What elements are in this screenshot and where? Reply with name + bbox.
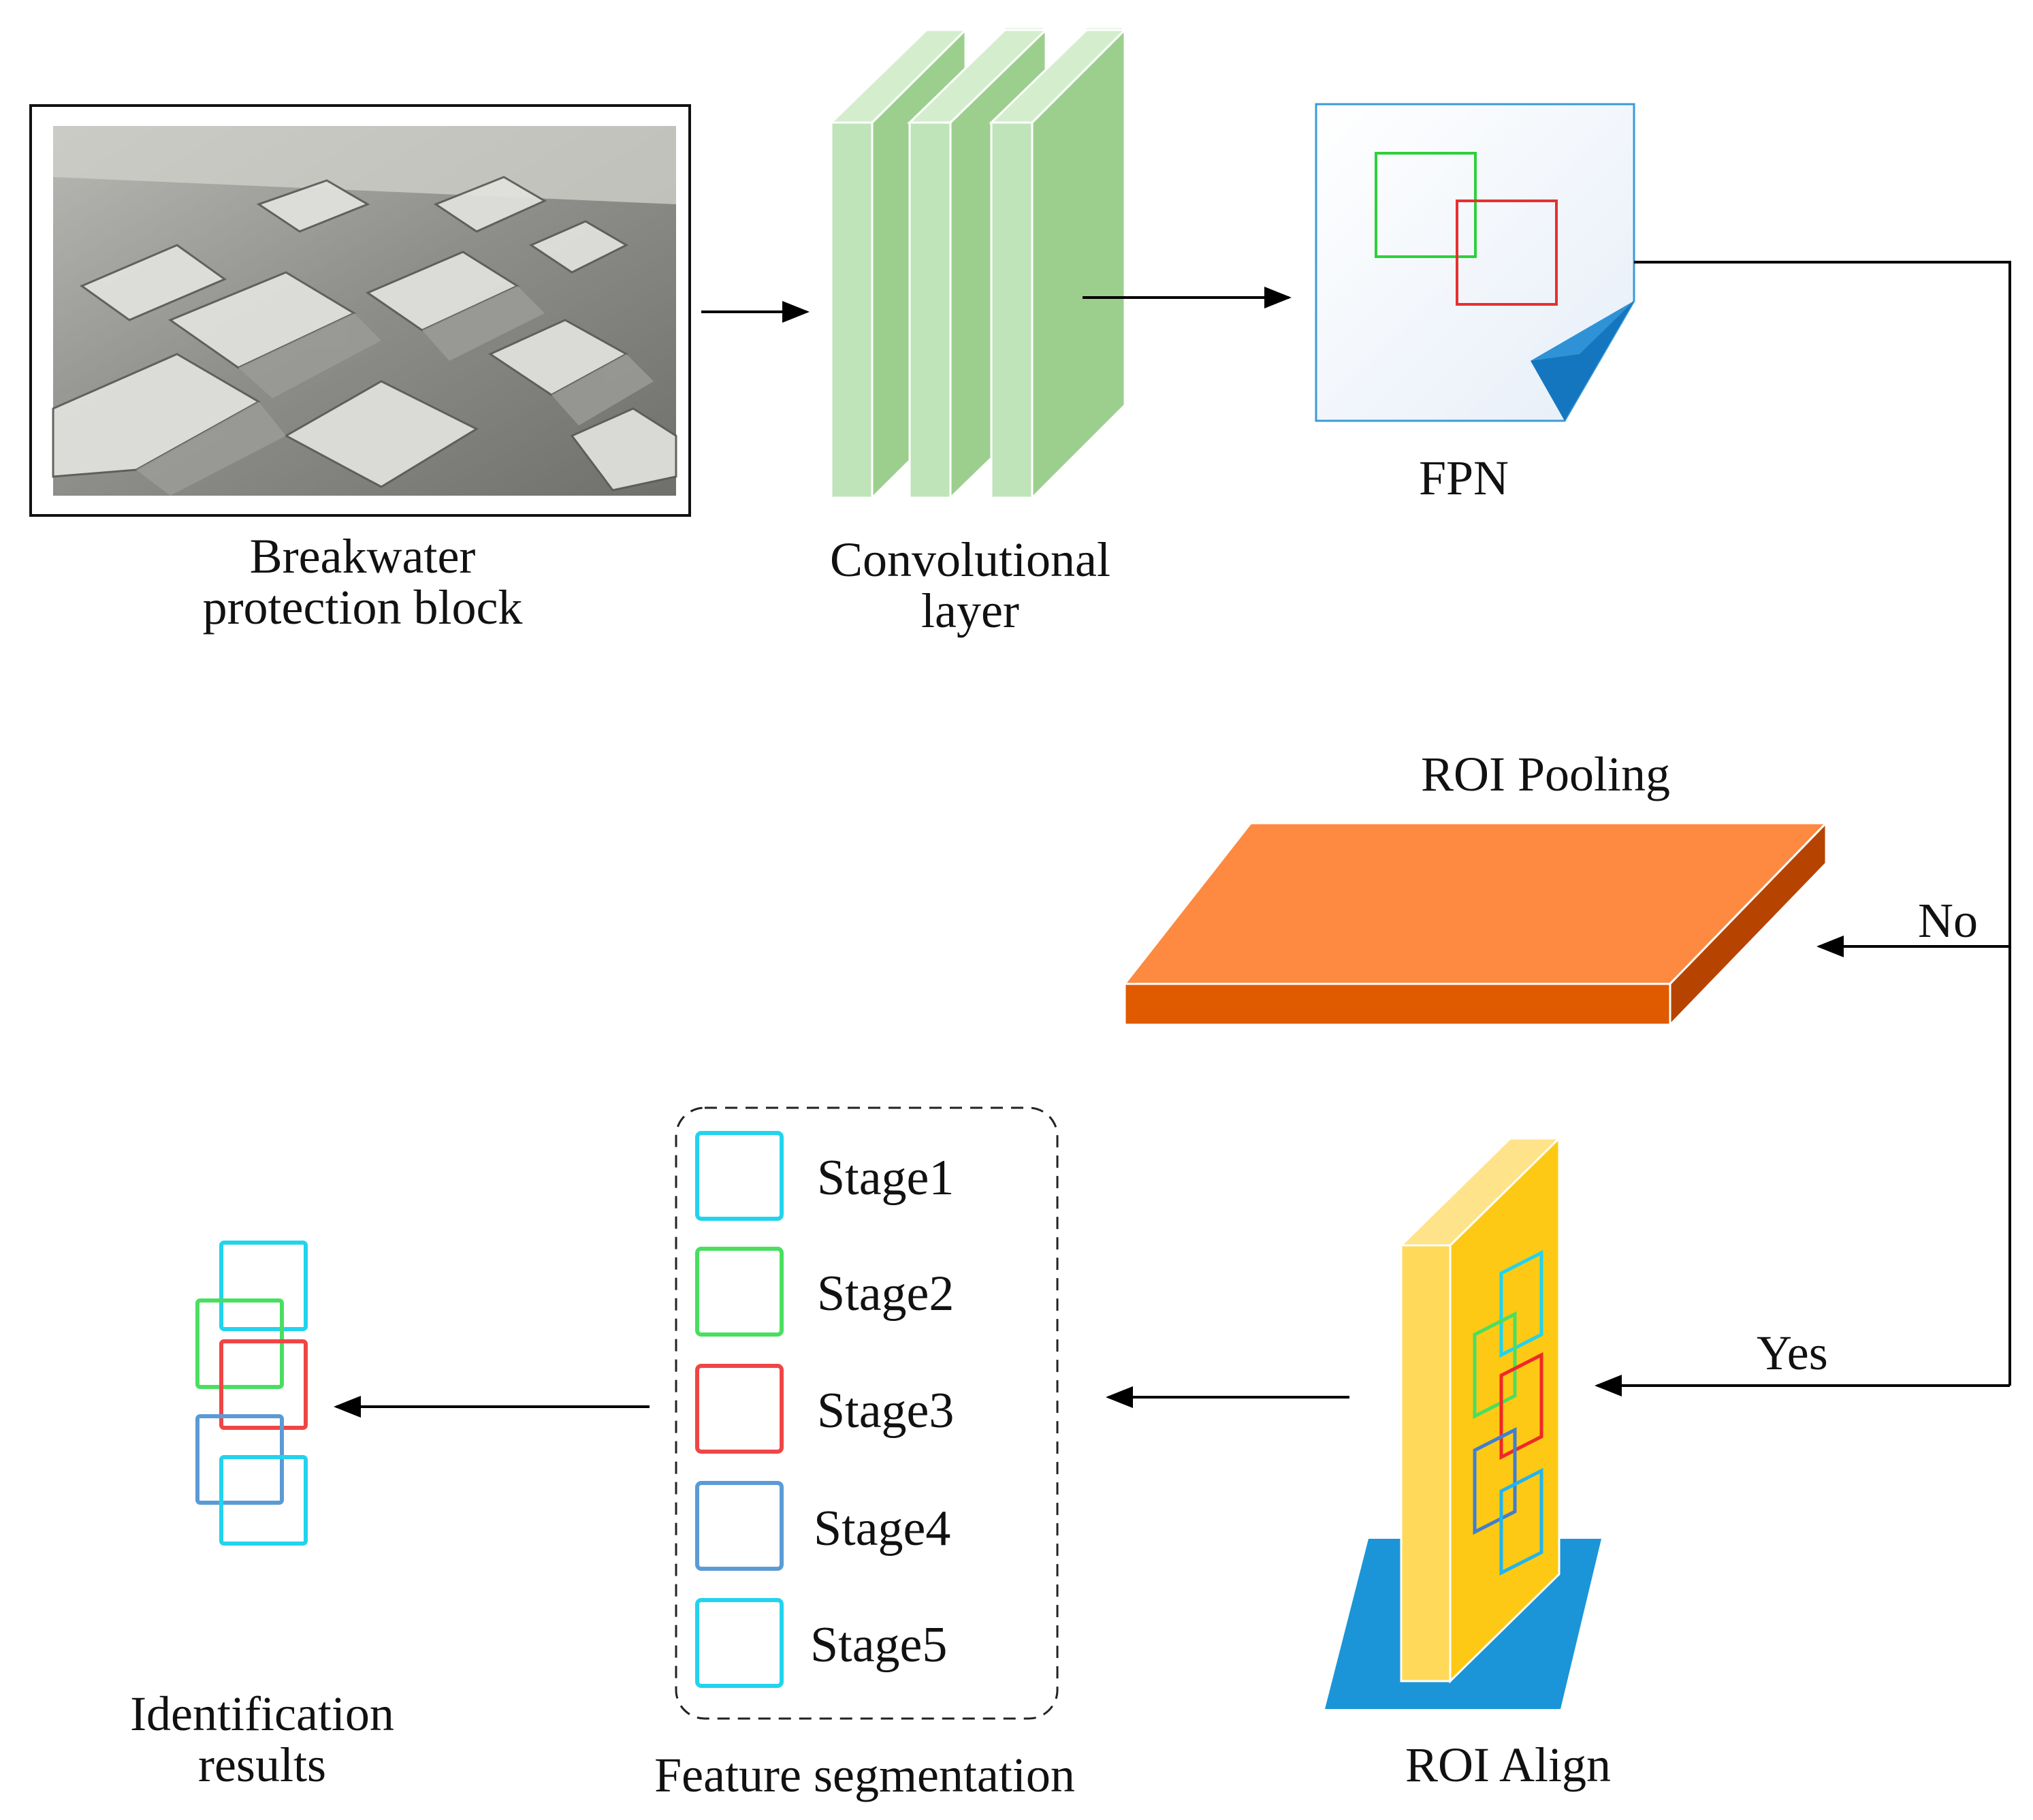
stage-swatches [695,1131,784,1688]
input-label-line1: Breakwater [249,529,476,584]
result-box-red [219,1339,308,1430]
stage4-swatch [695,1481,784,1571]
connectors [334,261,2011,1418]
result-box-green [195,1298,284,1389]
result-box-cyan-bottom [219,1455,308,1546]
input-photo [29,104,691,517]
identification-results-boxes [195,1241,308,1546]
yes-label: Yes [1757,1326,1828,1380]
fpn-branch-line [1634,261,2011,1386]
feature-segmentation-frame [675,1106,1059,1720]
stage3-label: Stage3 [817,1383,955,1439]
stage1-label: Stage1 [817,1150,955,1206]
fpn-sheet [1315,103,1635,422]
align-box-cyan-top [1499,1249,1543,1358]
fpn-red-box [1456,199,1558,306]
stage5-swatch [695,1598,784,1688]
align-box-red [1499,1352,1543,1460]
stage3-swatch [695,1364,784,1454]
fpn-green-box [1375,152,1477,258]
stage5-label: Stage5 [810,1617,948,1673]
roi-pooling-block [1122,820,1829,1027]
stage2-swatch [695,1247,784,1337]
convolutional-layer [829,25,1127,500]
results-label-line2: results [198,1738,326,1792]
results-label-line1: Identification [130,1687,394,1741]
stage1-swatch [695,1131,784,1221]
result-box-blue [195,1414,284,1505]
no-label: No [1918,893,1978,948]
fpn-label: FPN [1418,451,1509,505]
stage2-label: Stage2 [817,1266,955,1322]
conv-label-line1: Convolutional [830,532,1110,587]
roi-pooling-label: ROI Pooling [1420,747,1671,801]
input-label-line2: protection block [202,580,523,635]
result-box-cyan-top [219,1241,308,1331]
roi-align-block [1325,1136,1601,1709]
align-box-cyan-bottom [1499,1467,1543,1576]
conv-label-line2: layer [921,584,1019,638]
stage4-label: Stage4 [814,1501,951,1556]
feature-segmentation-label: Feature segmentation [654,1748,1075,1802]
align-box-green [1473,1311,1517,1420]
align-box-blue [1473,1426,1517,1535]
roi-align-label: ROI Align [1405,1738,1612,1792]
